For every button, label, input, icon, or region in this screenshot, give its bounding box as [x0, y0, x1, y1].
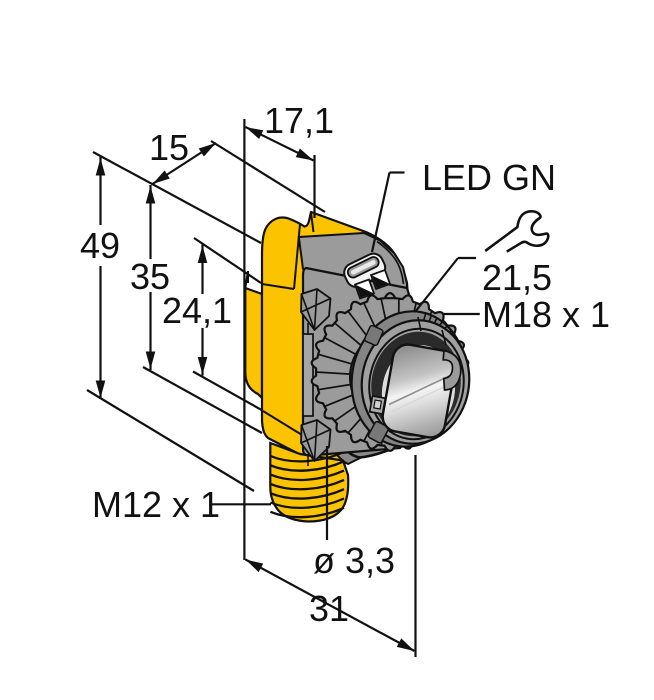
svg-text:31: 31 — [309, 588, 349, 629]
svg-text:21,5: 21,5 — [482, 257, 552, 298]
svg-text:49: 49 — [80, 225, 120, 266]
svg-text:M18 x 1: M18 x 1 — [482, 294, 610, 335]
svg-text:LED GN: LED GN — [422, 157, 556, 198]
svg-text:35: 35 — [130, 256, 170, 297]
svg-text:M12 x 1: M12 x 1 — [92, 484, 220, 525]
svg-text:17,1: 17,1 — [264, 100, 334, 141]
svg-text:24,1: 24,1 — [162, 290, 232, 331]
svg-text:ø 3,3: ø 3,3 — [313, 540, 395, 581]
svg-text:15: 15 — [149, 127, 189, 168]
